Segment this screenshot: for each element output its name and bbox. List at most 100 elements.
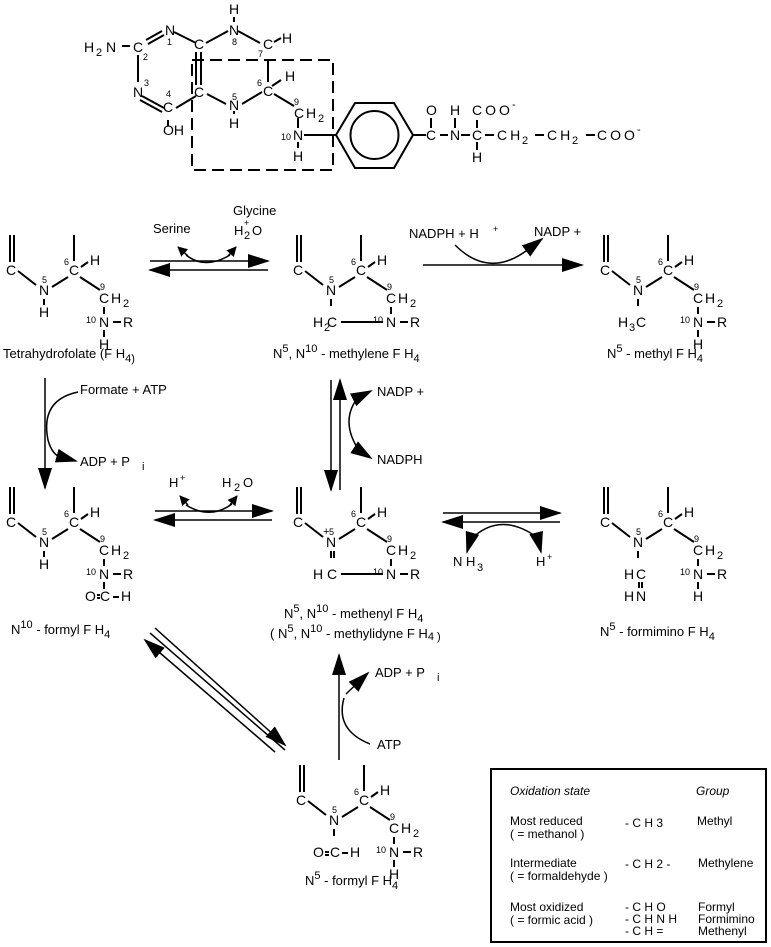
label-nadp-mid: NADP + bbox=[377, 384, 424, 399]
svg-text:H: H bbox=[450, 102, 460, 118]
atom-c6: C bbox=[263, 83, 273, 99]
svg-text:9: 9 bbox=[294, 97, 299, 107]
label-h-plus-left: H bbox=[169, 475, 178, 490]
atom-label: H bbox=[401, 820, 411, 836]
atom-label: 3 bbox=[629, 322, 635, 334]
bond bbox=[674, 513, 683, 520]
atom-n3: N bbox=[133, 84, 143, 100]
atom-c2: C bbox=[133, 39, 143, 55]
svg-text:COO: COO bbox=[472, 102, 513, 118]
bond bbox=[80, 261, 89, 268]
atom-oh: OH bbox=[163, 122, 184, 138]
atom-label: 2 bbox=[123, 298, 129, 310]
curve-nadp bbox=[348, 394, 361, 453]
bond bbox=[17, 522, 37, 538]
atom-label: R bbox=[410, 314, 420, 330]
label-nadph-h: NADPH + H bbox=[409, 226, 479, 241]
name-methyl: N5 - methyl F H4 bbox=[607, 343, 703, 365]
atom-label: + bbox=[323, 526, 329, 538]
name-formyl10: N10 - formyl F H4 bbox=[11, 619, 110, 641]
bond bbox=[367, 261, 376, 268]
atom-label: R bbox=[410, 566, 420, 582]
legend-state-1: Most reduced bbox=[510, 814, 583, 828]
bond bbox=[366, 276, 388, 291]
svg-text:H: H bbox=[285, 68, 295, 84]
atom-label: 9 bbox=[100, 534, 105, 544]
bond bbox=[369, 806, 391, 821]
atom-label: H bbox=[705, 542, 715, 558]
svg-text:3: 3 bbox=[144, 78, 149, 88]
atom-label: N bbox=[386, 314, 396, 330]
label-nh3: N H bbox=[453, 554, 475, 569]
svg-text:3: 3 bbox=[477, 562, 483, 574]
svg-text:CH: CH bbox=[497, 127, 523, 143]
label-adp-pi: ADP + P bbox=[80, 454, 130, 469]
legend-formula-2: - C H 2 - bbox=[625, 857, 671, 871]
svg-text:COO: COO bbox=[597, 127, 638, 143]
atom-label: C bbox=[636, 314, 646, 330]
atom-label: N bbox=[633, 282, 643, 298]
atom-label: 6 bbox=[64, 509, 69, 519]
svg-text:2: 2 bbox=[572, 135, 578, 147]
atom-n8-h: H bbox=[229, 1, 239, 17]
atom-label: 6 bbox=[64, 257, 69, 267]
atom-label: H bbox=[684, 252, 694, 268]
svg-text:H: H bbox=[472, 149, 482, 165]
svg-text:N: N bbox=[450, 127, 460, 143]
atom-label: C bbox=[330, 844, 340, 860]
bond bbox=[645, 276, 663, 288]
name-formimino: N5 - formimino F H4 bbox=[600, 621, 715, 643]
curve-atp bbox=[341, 697, 371, 745]
atom-label: C bbox=[293, 262, 303, 278]
bond bbox=[645, 528, 663, 540]
atom-label: C bbox=[99, 290, 109, 306]
atom-label: R bbox=[717, 314, 727, 330]
atom-label: H bbox=[39, 304, 49, 320]
atom-label: 2 bbox=[410, 550, 416, 562]
legend-group-3b: Formimino bbox=[698, 912, 755, 926]
arrow-formyl10-formyl5 bbox=[154, 627, 287, 747]
atom-label: 9 bbox=[694, 282, 699, 292]
atom-label: 5 bbox=[636, 275, 641, 285]
bond bbox=[673, 276, 695, 291]
folate-atoms: H 2 N C 2 N 1 N 3 C 4 OH C C H N 8 C 7 H… bbox=[84, 1, 641, 165]
svg-text:H: H bbox=[229, 115, 239, 131]
atom-label: H bbox=[313, 314, 323, 330]
legend-state-3: Most oxidized bbox=[510, 900, 584, 914]
svg-text:1: 1 bbox=[167, 37, 172, 47]
atom-label: N bbox=[99, 314, 109, 330]
svg-text:O: O bbox=[243, 475, 253, 490]
label-nadph-mid: NADPH bbox=[377, 452, 423, 467]
atom-label: 10 bbox=[86, 315, 96, 325]
bond bbox=[304, 270, 324, 286]
atom-label: 6 bbox=[658, 257, 663, 267]
label-glycine: Glycine bbox=[233, 203, 276, 218]
atom-label: H bbox=[111, 290, 121, 306]
atom-label: 5 bbox=[329, 275, 334, 285]
bond bbox=[80, 513, 89, 520]
svg-text:-: - bbox=[512, 99, 516, 111]
atom-label: C bbox=[6, 262, 16, 278]
atom-label: H bbox=[90, 252, 100, 268]
svg-text:+: + bbox=[180, 473, 185, 483]
curve-h-h2o bbox=[185, 503, 233, 513]
atom-label: 5 bbox=[332, 805, 337, 815]
atom-label: 5 bbox=[42, 527, 47, 537]
label-atp-bottom: ATP bbox=[377, 737, 401, 752]
svg-text:8: 8 bbox=[232, 37, 237, 47]
compound-names: Tetrahydrofolate (F H4) N5, N10 - methyl… bbox=[3, 343, 715, 892]
name-thf: Tetrahydrofolate (F H4) bbox=[3, 346, 135, 365]
svg-text:C: C bbox=[426, 127, 436, 143]
atom-label: H bbox=[693, 336, 703, 352]
legend-group-2: Methylene bbox=[698, 856, 754, 870]
svg-text:CH: CH bbox=[547, 127, 573, 143]
atom-label: C bbox=[293, 514, 303, 530]
svg-text:2: 2 bbox=[522, 135, 528, 147]
atom-label: R bbox=[123, 314, 133, 330]
bond bbox=[51, 528, 69, 540]
svg-text:5: 5 bbox=[232, 92, 237, 102]
atom-label: 10 bbox=[680, 315, 690, 325]
atom-label: C bbox=[100, 588, 110, 604]
atom-label: R bbox=[413, 844, 423, 860]
